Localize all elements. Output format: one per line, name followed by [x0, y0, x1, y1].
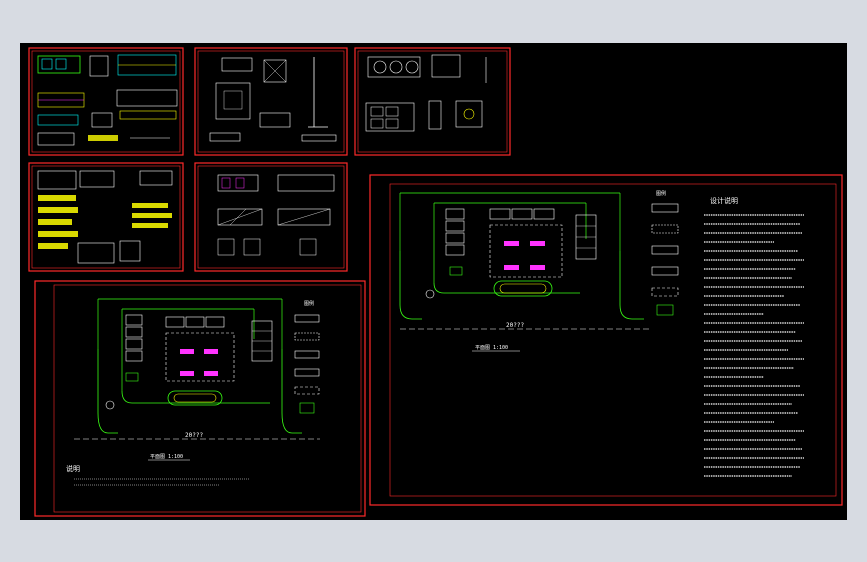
- drawing-svg: 20??? 平面图 1:100 图例 说明: [28, 47, 843, 517]
- small-plan-legend-title: 图例: [304, 300, 314, 307]
- small-plan-notes-title: 说明: [66, 464, 80, 473]
- design-notes-text-block: [704, 214, 804, 477]
- sheet-site-plan-small[interactable]: 20??? 平面图 1:100 图例 说明: [34, 280, 366, 517]
- small-plan-dimension: 20???: [185, 432, 203, 439]
- small-plan-scale-title: 平面图 1:100: [150, 454, 183, 460]
- large-plan-scale-title: 平面图 1:100: [475, 345, 508, 351]
- large-plan-dimension: 20???: [506, 322, 524, 329]
- sheet-foundation-details[interactable]: [194, 47, 348, 156]
- sheet-elevations[interactable]: [28, 47, 184, 156]
- sheet-electrical[interactable]: [28, 162, 184, 272]
- large-plan-legend-title: 图例: [656, 190, 666, 197]
- sheet-sections[interactable]: [194, 162, 348, 272]
- sheet-site-plan-large[interactable]: 20??? 平面图 1:100 图例 设计说明: [369, 174, 843, 506]
- large-plan-notes-title: 设计说明: [710, 196, 738, 205]
- sheet-tank-details[interactable]: [354, 47, 511, 156]
- cad-model-space[interactable]: 20??? 平面图 1:100 图例 说明: [20, 43, 847, 520]
